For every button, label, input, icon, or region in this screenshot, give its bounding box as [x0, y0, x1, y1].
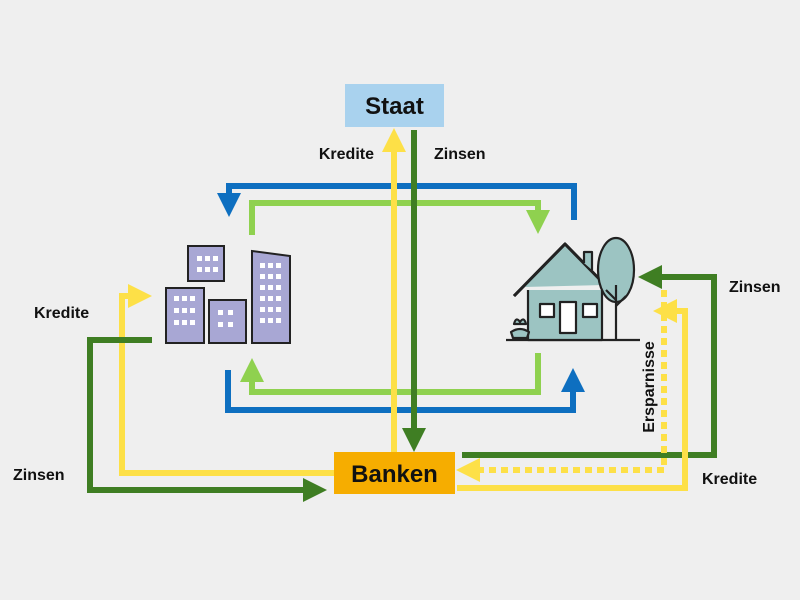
office-buildings-icon	[165, 245, 291, 344]
zinsen-household-label: Zinsen	[729, 279, 781, 296]
blue-flow-bottom	[225, 368, 585, 413]
kredite-household-arrow	[457, 299, 688, 491]
kredite-companies-label: Kredite	[34, 305, 89, 322]
kredite-companies-arrow	[119, 284, 335, 476]
banken-label: Banken	[351, 461, 438, 488]
staat-node: Staat	[345, 84, 444, 127]
banken-node: Banken	[334, 452, 455, 494]
kredite-household-label: Kredite	[702, 471, 757, 488]
ersparnisse-label: Ersparnisse	[641, 341, 658, 433]
staat-label: Staat	[365, 93, 424, 120]
blue-flow-top	[217, 183, 577, 220]
zinsen-companies-arrow	[87, 337, 327, 502]
ersparnisse-arrow	[456, 290, 667, 482]
kredite-staat-label: Kredite	[319, 146, 374, 163]
zinsen-staat-label: Zinsen	[434, 146, 486, 163]
house-with-tree-icon	[506, 236, 640, 342]
zinsen-household-arrow	[462, 265, 717, 458]
zinsen-companies-label: Zinsen	[13, 467, 65, 484]
